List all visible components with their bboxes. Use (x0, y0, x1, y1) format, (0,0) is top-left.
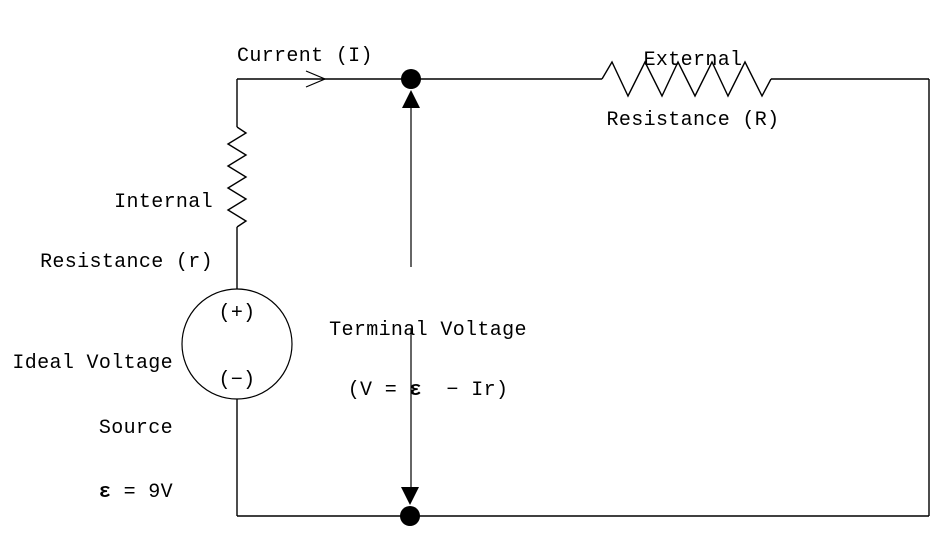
ideal-voltage-source-label-line1: Ideal Voltage (12, 352, 173, 375)
terminal-voltage-label-line1: Terminal Voltage (329, 319, 527, 342)
junction-dot-bottom (400, 506, 420, 526)
internal-resistance-label-line2: Resistance (r) (40, 251, 213, 274)
external-resistor-symbol (601, 60, 772, 98)
internal-resistance-label-line1: Internal (114, 191, 213, 214)
external-resistance-label: External Resistance (R) (561, 11, 825, 171)
terminal-voltage-formula: (V = ε − Ir) (294, 381, 562, 401)
formula-pre: (V = (347, 379, 410, 402)
external-resistance-label-line1: External (643, 49, 743, 72)
junction-dot-top (401, 69, 421, 89)
internal-resistance-label: Internal Resistance (r) (0, 153, 213, 313)
current-arrowhead-icon (305, 70, 327, 88)
internal-resistor-symbol (226, 126, 248, 228)
emf-value: = 9V (111, 481, 173, 504)
formula-post: − Ir) (421, 379, 509, 402)
terminal-arrow-up-icon (402, 90, 420, 108)
terminal-arrow-down-icon (401, 487, 419, 505)
formula-emf-symbol: ε (409, 379, 422, 402)
source-negative-terminal-label: (−) (218, 369, 256, 392)
ideal-voltage-source-label-line2: Source (98, 416, 173, 440)
external-resistance-label-line2: Resistance (R) (606, 109, 780, 132)
ideal-voltage-source-emf-line: ε = 9V (0, 482, 173, 504)
terminal-voltage-label: Terminal Voltage (V = ε − Ir) (294, 281, 562, 441)
emf-symbol: ε (98, 481, 112, 504)
ideal-voltage-source-label: Ideal Voltage Source ε = 9V (0, 310, 173, 540)
source-positive-terminal-label: (+) (218, 302, 256, 325)
current-label: Current (I) (237, 45, 373, 68)
